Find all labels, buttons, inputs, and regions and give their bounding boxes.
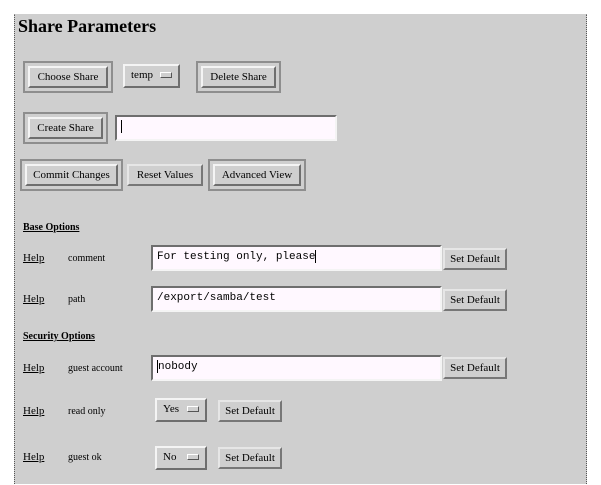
path-input[interactable]: /export/samba/test	[151, 286, 442, 312]
read-only-label: read only	[68, 406, 106, 417]
option-menu-indicator-icon	[160, 72, 172, 78]
commit-changes-button[interactable]: Commit Changes	[25, 164, 118, 186]
option-menu-indicator-icon	[187, 406, 199, 412]
text-cursor	[121, 119, 122, 133]
read-only-value: Yes	[163, 403, 180, 415]
help-link-comment[interactable]: Help	[23, 252, 45, 264]
guest-ok-label: guest ok	[68, 452, 102, 463]
path-value: /export/samba/test	[157, 292, 276, 304]
page-title: Share Parameters	[18, 16, 157, 36]
guest-account-input[interactable]: nobody	[151, 355, 442, 381]
path-label: path	[68, 294, 86, 305]
new-share-name-input[interactable]	[115, 115, 337, 141]
set-default-path-button[interactable]: Set Default	[443, 289, 507, 311]
text-cursor	[157, 359, 158, 373]
help-link-guest-account[interactable]: Help	[23, 362, 45, 374]
share-select-value: temp	[131, 69, 153, 81]
advanced-view-button[interactable]: Advanced View	[213, 164, 301, 186]
set-default-guest-account-button[interactable]: Set Default	[443, 357, 507, 379]
security-options-heading: Security Options	[23, 331, 95, 342]
help-link-read-only[interactable]: Help	[23, 405, 45, 417]
guest-ok-value: No	[163, 451, 177, 463]
set-default-guest-ok-button[interactable]: Set Default	[218, 447, 282, 469]
text-cursor	[315, 249, 317, 263]
comment-label: comment	[68, 253, 106, 264]
create-share-button[interactable]: Create Share	[28, 117, 103, 139]
guest-account-label: guest account	[68, 363, 123, 374]
comment-value: For testing only, please	[157, 251, 316, 263]
option-menu-indicator-icon	[187, 454, 199, 460]
help-link-path[interactable]: Help	[23, 293, 45, 305]
guest-ok-select[interactable]: No	[155, 446, 207, 470]
delete-share-button[interactable]: Delete Share	[201, 66, 276, 88]
read-only-select[interactable]: Yes	[155, 398, 207, 422]
guest-account-value: nobody	[158, 361, 198, 373]
set-default-comment-button[interactable]: Set Default	[443, 248, 507, 270]
base-options-heading: Base Options	[23, 222, 80, 233]
reset-values-button[interactable]: Reset Values	[127, 164, 203, 186]
set-default-read-only-button[interactable]: Set Default	[218, 400, 282, 422]
help-link-guest-ok[interactable]: Help	[23, 451, 45, 463]
comment-input[interactable]: For testing only, please	[151, 245, 442, 271]
share-select[interactable]: temp	[123, 64, 180, 88]
choose-share-button[interactable]: Choose Share	[28, 66, 108, 88]
